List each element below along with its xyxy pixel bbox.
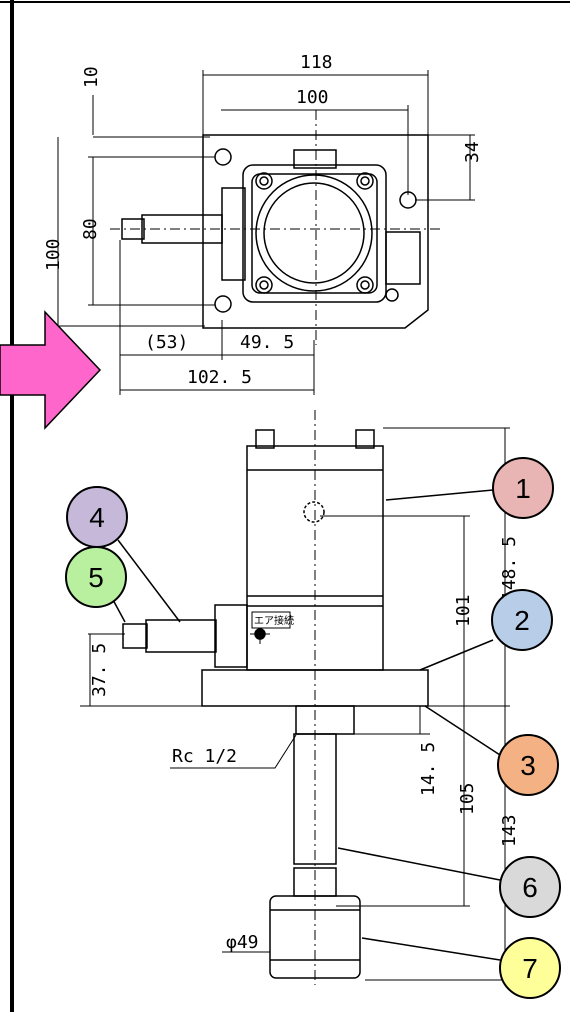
dim-rc-1-2: Rc 1/2 (172, 746, 237, 767)
dim-100-side: 100 (43, 238, 64, 271)
front-view-dimension-lines (80, 427, 510, 981)
dim-14-5: 14. 5 (418, 742, 439, 796)
air-inlet-block (221, 187, 246, 281)
dim-100-top: 100 (296, 87, 329, 108)
dim-49-5: 49. 5 (240, 332, 294, 353)
dim-37-5: 37. 5 (89, 643, 110, 697)
callout-1-label: 1 (515, 473, 531, 504)
top-cap (255, 429, 275, 449)
pump-body-circle-inner (263, 182, 365, 284)
dim-10: 10 (81, 66, 102, 88)
front-view-dimension-texts: 148. 5 101 37. 5 14. 5 105 143 φ49 Rc 1/… (89, 536, 520, 953)
callout-2: 2 (491, 589, 553, 651)
top-view (110, 110, 440, 345)
callout-5: 5 (65, 546, 127, 608)
callout-7: 7 (499, 937, 561, 999)
callout-3-label: 3 (520, 750, 536, 781)
callout-6: 6 (499, 856, 561, 918)
air-inlet-label: エア接続 (254, 614, 294, 627)
air-inlet-fitting (145, 619, 217, 653)
pump-body-circle (255, 174, 373, 292)
callout-3: 3 (497, 734, 559, 796)
callout-4-label: 4 (89, 502, 105, 533)
air-inlet-label-box (251, 611, 291, 629)
top-cap (355, 429, 375, 449)
dim-phi49: φ49 (226, 932, 259, 953)
pump-body-inner (251, 173, 378, 294)
dim-53: (53) (145, 332, 188, 353)
air-vent (303, 501, 325, 523)
base-plate (202, 134, 429, 329)
dim-101: 101 (453, 594, 474, 627)
top-view-dimension-lines (52, 70, 475, 395)
pointer-arrow (0, 310, 102, 430)
callout-5-label: 5 (88, 562, 104, 593)
front-view (122, 410, 429, 985)
callout-1: 1 (492, 457, 554, 519)
callout-leaders (111, 489, 501, 961)
dim-143: 143 (499, 814, 520, 847)
dim-118: 118 (300, 52, 333, 73)
dim-80: 80 (80, 218, 101, 240)
air-inlet-fitting (141, 214, 223, 244)
top-port (293, 149, 337, 169)
dim-148-5: 148. 5 (499, 536, 520, 601)
callout-7-label: 7 (522, 953, 538, 984)
dim-102-5: 102. 5 (187, 367, 252, 388)
callout-2-label: 2 (514, 605, 530, 636)
callout-6-label: 6 (522, 872, 538, 903)
mount-hole (214, 295, 232, 313)
callout-4: 4 (66, 486, 128, 548)
dim-34: 34 (462, 141, 483, 163)
dim-105: 105 (457, 782, 478, 815)
name-plate (385, 231, 421, 285)
ground-mark (385, 288, 399, 302)
air-inlet-block (214, 604, 248, 668)
top-view-dimension-texts: 118 100 10 100 80 34 (53) 49. 5 102. 5 (43, 52, 483, 388)
neck-nut (295, 705, 355, 735)
air-inlet-tip (122, 623, 148, 649)
mount-hole (214, 148, 232, 166)
